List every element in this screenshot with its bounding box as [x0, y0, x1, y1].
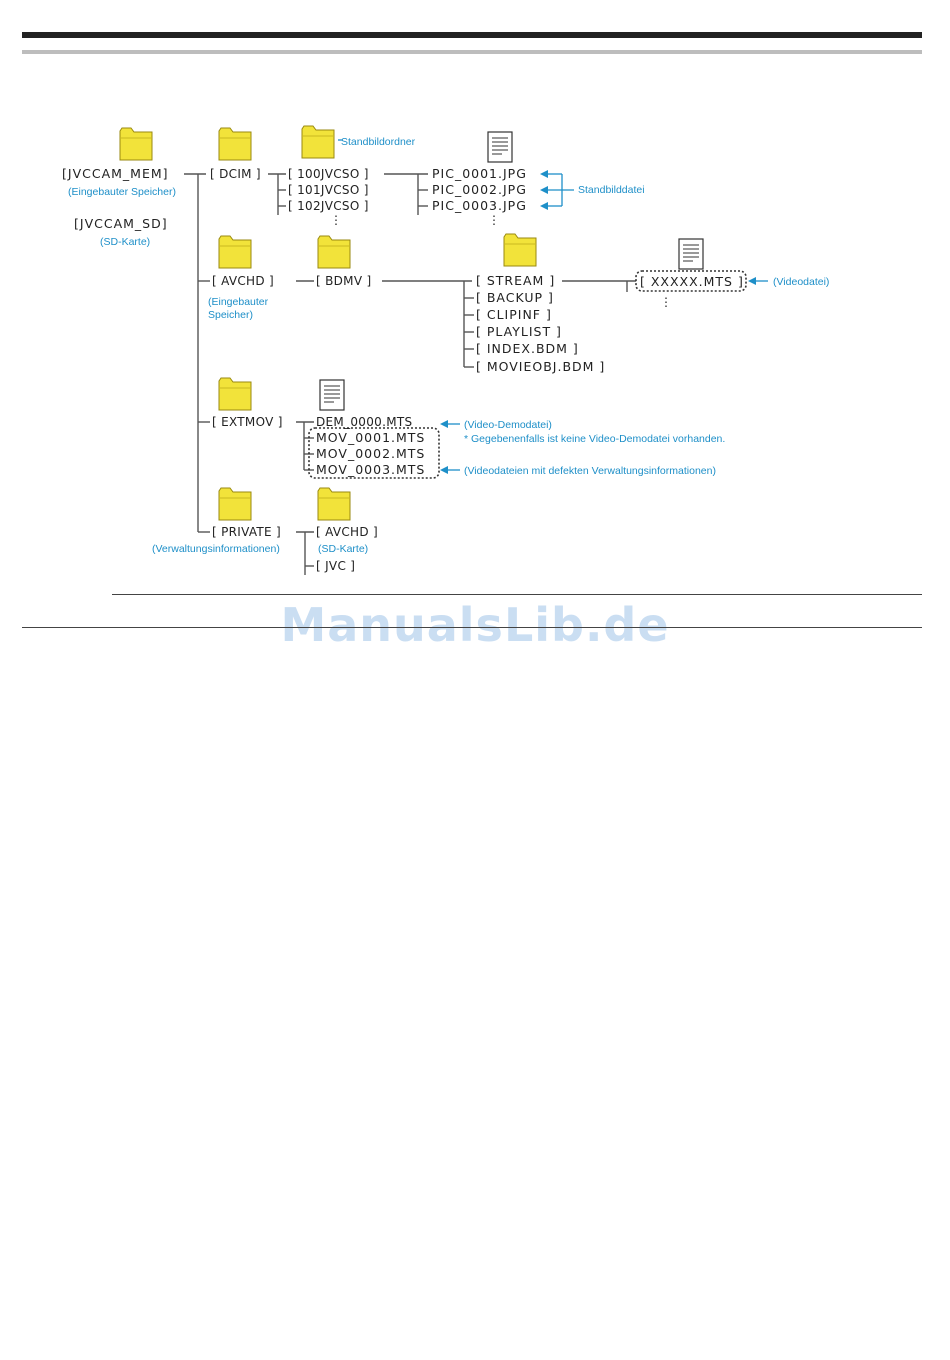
folder-icon — [218, 377, 252, 411]
jpg-file: PIC_0003.JPG — [432, 198, 527, 213]
folder-icon — [119, 127, 153, 161]
defect-files-highlight — [308, 427, 440, 479]
extmov-file: DEM_0000.MTS — [316, 415, 412, 429]
stream-file-note: (Videodatei) — [773, 276, 829, 288]
jpg-file: PIC_0002.JPG — [432, 182, 527, 197]
arrow-head — [540, 186, 548, 194]
watermark: ManualsLib.de — [280, 598, 670, 652]
header-subrule — [22, 50, 922, 54]
jpg-ellipsis: ⋮ — [488, 213, 500, 227]
extmov-file: MOV_0003.MTS — [316, 462, 425, 477]
jpg-file-note: Standbilddatei — [578, 184, 645, 196]
dcim-label: [ DCIM ] — [210, 167, 261, 181]
folder-icon — [218, 127, 252, 161]
arrow-head — [748, 277, 756, 285]
folder-icon — [317, 235, 351, 269]
bdmv-child: [ BACKUP ] — [476, 290, 554, 305]
private-label: [ PRIVATE ] — [212, 525, 281, 539]
demo-note: (Video-Demodatei) — [464, 419, 552, 431]
folder-icon — [218, 235, 252, 269]
avchd-note-line1: (Eingebauter — [208, 296, 269, 308]
bdmv-child: [ CLIPINF ] — [476, 307, 552, 322]
file-icon — [319, 379, 345, 411]
bdmv-child: [ PLAYLIST ] — [476, 324, 562, 339]
folder-icon — [301, 125, 335, 159]
bdmv-child: [ MOVIEOBJ.BDM ] — [476, 359, 605, 374]
root-sd-note: (SD-Karte) — [100, 236, 150, 248]
dcim-subfolder: [ 102JVCSO ] — [288, 199, 369, 213]
avchd-note-line2: Speicher) — [208, 309, 253, 321]
dcim-ellipsis: ⋮ — [330, 213, 342, 227]
arrow-head — [440, 420, 448, 428]
stream-ellipsis: ⋮ — [660, 295, 672, 309]
folder-structure-diagram: [JVCCAM_MEM] (Eingebauter Speicher) [JVC… — [62, 125, 829, 575]
extmov-label: [ EXTMOV ] — [212, 415, 283, 429]
private-note: (Verwaltungsinformationen) — [152, 543, 280, 555]
bdmv-label: [ BDMV ] — [316, 274, 371, 288]
bdmv-child: [ STREAM ] — [476, 273, 555, 288]
arrow-head — [540, 202, 548, 210]
avchd-label: [ AVCHD ] — [212, 274, 274, 288]
arrow-head — [540, 170, 548, 178]
header-rule — [22, 32, 922, 38]
stream-file: [ XXXXX.MTS ] — [640, 274, 744, 289]
extmov-file: MOV_0001.MTS — [316, 430, 425, 445]
diagram-bottom-rule — [112, 594, 922, 595]
bdmv-child: [ INDEX.BDM ] — [476, 341, 579, 356]
folder-icon — [503, 233, 537, 267]
demo-footnote: * Gegebenenfalls ist keine Video-Demodat… — [464, 433, 725, 445]
video-file-highlight — [635, 270, 747, 292]
defect-note: (Videodateien mit defekten Verwaltungsin… — [464, 465, 716, 477]
arrow-head — [440, 466, 448, 474]
section-rule — [22, 627, 922, 628]
private-avchd-note: (SD-Karte) — [318, 543, 368, 555]
root-mem-note: (Eingebauter Speicher) — [68, 186, 176, 198]
root-sd-label: [JVCCAM_SD] — [74, 216, 168, 231]
file-icon — [487, 131, 513, 163]
jpg-file: PIC_0001.JPG — [432, 166, 527, 181]
dcim-folder-note: Standbildordner — [341, 136, 416, 148]
dcim-subfolder: [ 100JVCSO ] — [288, 167, 369, 181]
folder-icon — [317, 487, 351, 521]
private-child: [ JVC ] — [316, 559, 355, 573]
folder-icon — [218, 487, 252, 521]
dcim-subfolder: [ 101JVCSO ] — [288, 183, 369, 197]
private-child: [ AVCHD ] — [316, 525, 378, 539]
file-icon — [678, 238, 704, 270]
root-mem-label: [JVCCAM_MEM] — [62, 166, 169, 181]
extmov-file: MOV_0002.MTS — [316, 446, 425, 461]
